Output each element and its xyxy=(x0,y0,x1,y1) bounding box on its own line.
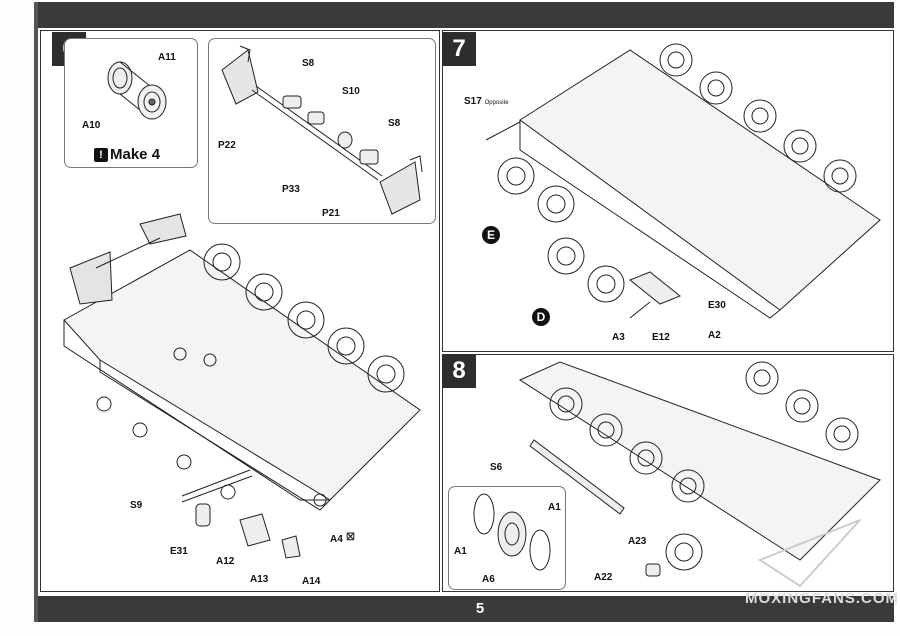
label-a6: A6 xyxy=(482,574,495,585)
footer-band xyxy=(38,596,894,622)
label-a11: A11 xyxy=(158,52,176,63)
label-s9: S9 xyxy=(130,500,143,511)
label-a23: A23 xyxy=(628,536,647,547)
label-a13: A13 xyxy=(250,574,269,585)
callout-d: D xyxy=(532,308,550,326)
label-p22: P22 xyxy=(218,140,236,151)
idler-wheel-drawing xyxy=(107,61,167,120)
step-7-badge: 7 xyxy=(442,32,476,66)
label-s8-top: S8 xyxy=(302,58,315,69)
make-note-text: Make 4 xyxy=(110,146,161,163)
step-8-badge: 8 xyxy=(442,354,476,388)
label-a3: A3 xyxy=(612,332,625,343)
label-a10: A10 xyxy=(82,120,101,131)
label-s17: S17 xyxy=(464,96,482,107)
label-p33: P33 xyxy=(282,184,300,195)
label-p21: P21 xyxy=(322,208,340,219)
label-a1-right: A1 xyxy=(548,502,561,513)
step-7-hull-drawing xyxy=(485,43,881,319)
label-a12: A12 xyxy=(216,556,235,567)
label-a4: A4 xyxy=(330,534,343,545)
exclamation-icon: ! xyxy=(94,148,108,162)
watermark-logo-shape xyxy=(757,519,861,588)
header-band xyxy=(38,2,894,28)
label-s10: S10 xyxy=(342,86,360,97)
label-s6: S6 xyxy=(490,462,503,473)
label-s8-right: S8 xyxy=(388,118,401,129)
label-e30: E30 xyxy=(708,300,726,311)
page-number: 5 xyxy=(475,600,485,617)
label-e12: E12 xyxy=(652,332,670,343)
label-e31: E31 xyxy=(170,546,188,557)
callout-e: E xyxy=(482,226,500,244)
label-a1-left: A1 xyxy=(454,546,467,557)
step-6-hull-drawing xyxy=(63,213,421,559)
page-binding-edge xyxy=(34,2,38,622)
make-4-note: !Make 4 xyxy=(94,146,160,163)
label-a14: A14 xyxy=(302,576,321,587)
remove-x-icon: ☒ xyxy=(346,532,355,543)
suspension-axle-drawing xyxy=(221,45,423,215)
watermark-text: MOXINGFANS.COM xyxy=(745,590,900,607)
label-a22: A22 xyxy=(594,572,613,583)
step-8-hull-drawing xyxy=(473,361,881,577)
label-s17-opposite: S17 Opposite xyxy=(464,96,509,107)
label-a2: A2 xyxy=(708,330,721,341)
label-opposite: Opposite xyxy=(484,100,509,106)
